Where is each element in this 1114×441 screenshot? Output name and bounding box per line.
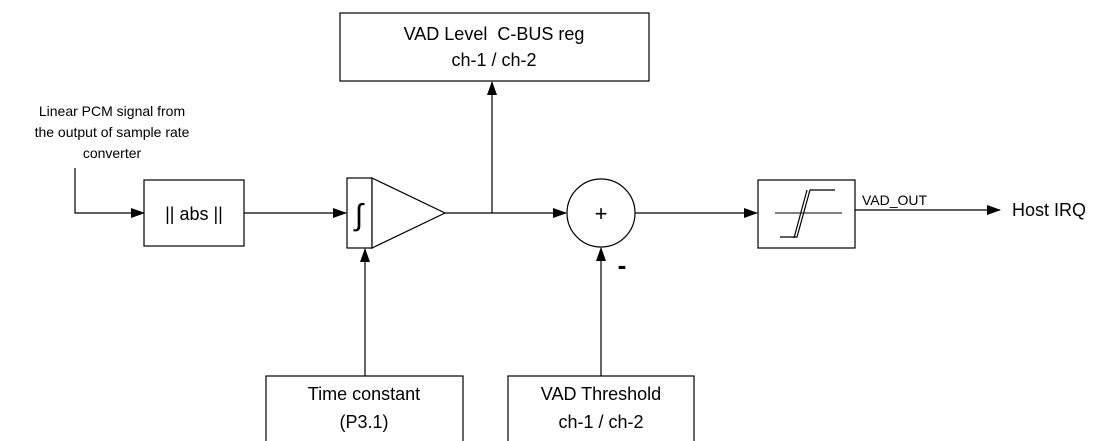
integral-symbol: ∫ [353,199,365,232]
time-constant-line-1: Time constant [308,384,420,404]
vad-threshold-line-1: VAD Threshold [541,384,661,404]
vad-out-label: VAD_OUT [862,192,928,208]
host-irq-label: Host IRQ [1012,200,1086,220]
abs-block [143,179,245,247]
time-constant-block [265,375,464,441]
vad-level-line-2: ch-1 / ch-2 [451,50,536,70]
input-signal-wire [74,168,145,218]
input-note-line-3: converter [83,145,142,161]
integrator-block [346,177,373,249]
hysteresis-icon-path-b [793,189,808,239]
summer-plus-sign: + [595,201,608,226]
time-constant-line-2: (P3.1) [339,412,388,432]
summer-minus-sign: - [618,250,627,280]
input-note-line-2: the output of sample rate [35,124,190,140]
vad-threshold-line-2: ch-1 / ch-2 [558,412,643,432]
vad-level-line-1: VAD Level C-BUS reg [404,24,585,44]
vad-threshold-block [507,375,695,441]
abs-block-label: || abs || [165,204,223,224]
vad-level-register-block [339,12,650,82]
input-note-line-1: Linear PCM signal from [39,103,185,119]
gain-triangle [371,177,447,249]
